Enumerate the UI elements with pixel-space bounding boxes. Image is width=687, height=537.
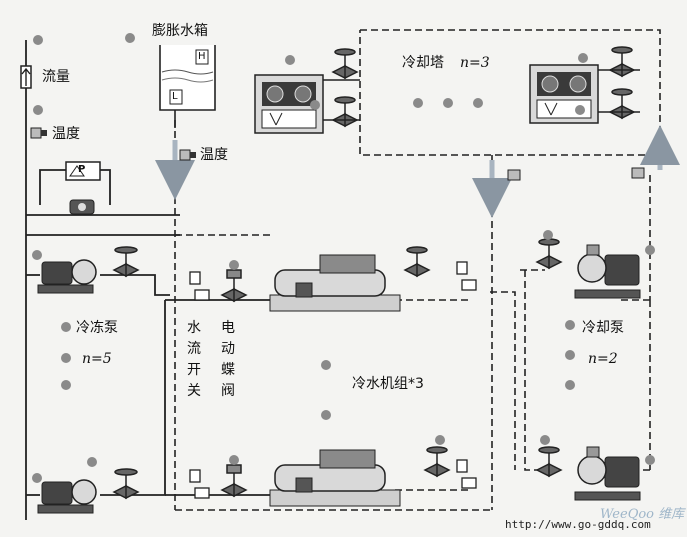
tank-low-letter: L xyxy=(172,91,178,102)
chiller-label: 冷水机组*3 xyxy=(352,376,424,392)
watermark-text: WeeQoo xyxy=(600,507,654,522)
tank-high-letter: H xyxy=(198,51,206,62)
chilled-pump-top-icon xyxy=(37,259,97,294)
control-point-dots xyxy=(32,33,655,483)
temperature-sensor-left-icon xyxy=(30,127,47,139)
cooling-tower-count: n=3 xyxy=(460,55,490,71)
cooling-pump-top-icon xyxy=(574,244,641,299)
flow-label: 流量 xyxy=(42,69,70,85)
chilled-pump-count: n=5 xyxy=(82,351,112,367)
pressure-controller-icon xyxy=(65,161,101,215)
chilled-pump-bottom-icon xyxy=(37,479,97,514)
expansion-tank-label: 膨胀水箱 xyxy=(152,23,208,39)
cooling-pump-valves xyxy=(535,238,563,478)
temperature-sensor-tower-icon xyxy=(507,167,645,181)
flow-switches xyxy=(189,261,477,499)
pressure-icon-letter: P xyxy=(78,164,86,175)
cooling-pump-label: 冷却泵 xyxy=(582,320,624,336)
cooling-tower-label: 冷却塔 xyxy=(402,55,444,71)
flow-switch-text: 水流开关 xyxy=(187,320,201,399)
tower-valves xyxy=(323,46,640,128)
cooling-tower-right-icon xyxy=(529,64,599,124)
cooling-pump-bottom-icon xyxy=(574,446,641,501)
chilled-pump-valves xyxy=(112,246,140,500)
electric-valve-label: 电动蝶阀 xyxy=(220,318,236,402)
flow-meter-icon xyxy=(20,65,32,89)
chiller-top-icon xyxy=(269,254,401,312)
temperature-sensor-mid-icon xyxy=(179,149,196,161)
temperature-label-mid: 温度 xyxy=(200,147,228,163)
temperature-label-left: 温度 xyxy=(52,126,80,142)
electric-valve-text: 电动蝶阀 xyxy=(221,320,235,399)
chilled-pump-label: 冷冻泵 xyxy=(76,320,118,336)
expansion-tank-icon xyxy=(159,45,216,128)
chiller-bottom-icon xyxy=(269,449,401,507)
chiller-valves xyxy=(220,246,451,498)
flow-switch-label: 水流开关 xyxy=(186,318,202,402)
cooling-pump-count: n=2 xyxy=(588,351,618,367)
watermark-cn: 维库 xyxy=(658,507,685,522)
watermark: WeeQoo 维库 xyxy=(600,503,684,522)
flow-arrows xyxy=(155,125,680,218)
source-url: http://www.go-gddq.com xyxy=(505,518,651,531)
